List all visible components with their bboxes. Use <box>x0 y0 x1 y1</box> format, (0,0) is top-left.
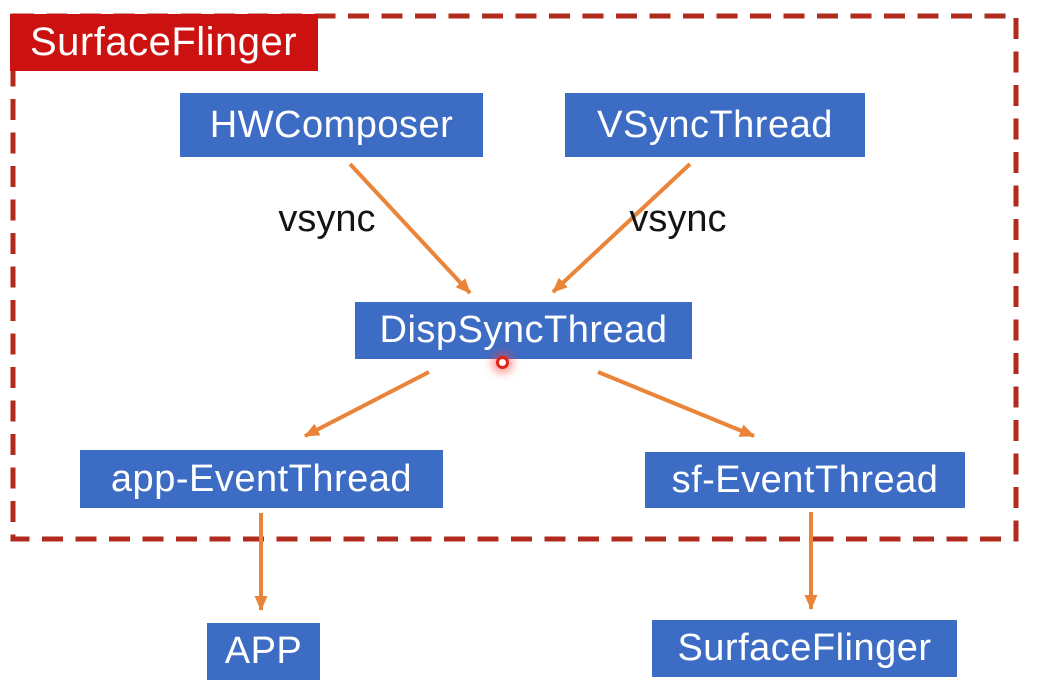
arrow-vsyncthread-to-dispsyncthread <box>551 162 692 294</box>
arrow-hwcomposer-to-dispsyncthread <box>348 162 472 295</box>
node-sf-eventthread: sf-EventThread <box>645 452 965 508</box>
arrow-dispsyncthread-to-sf-eventthread <box>597 370 755 438</box>
node-vsyncthread: VSyncThread <box>565 93 865 157</box>
node-app: APP <box>207 623 320 680</box>
edge-label-vsync-left: vsync <box>278 198 376 240</box>
edge-label-vsync-right: vsync <box>629 198 727 240</box>
node-surfaceflinger-output: SurfaceFlinger <box>652 620 957 677</box>
node-hwcomposer: HWComposer <box>180 93 483 157</box>
node-app-eventthread: app-EventThread <box>80 450 443 508</box>
node-dispsyncthread: DispSyncThread <box>355 302 692 359</box>
laser-pointer-dot <box>496 356 509 369</box>
surfaceflinger-boundary-label: SurfaceFlinger <box>10 14 318 71</box>
arrow-dispsyncthread-to-app-eventthread <box>304 370 430 438</box>
surfaceflinger-boundary-dashed-border <box>10 13 1019 542</box>
